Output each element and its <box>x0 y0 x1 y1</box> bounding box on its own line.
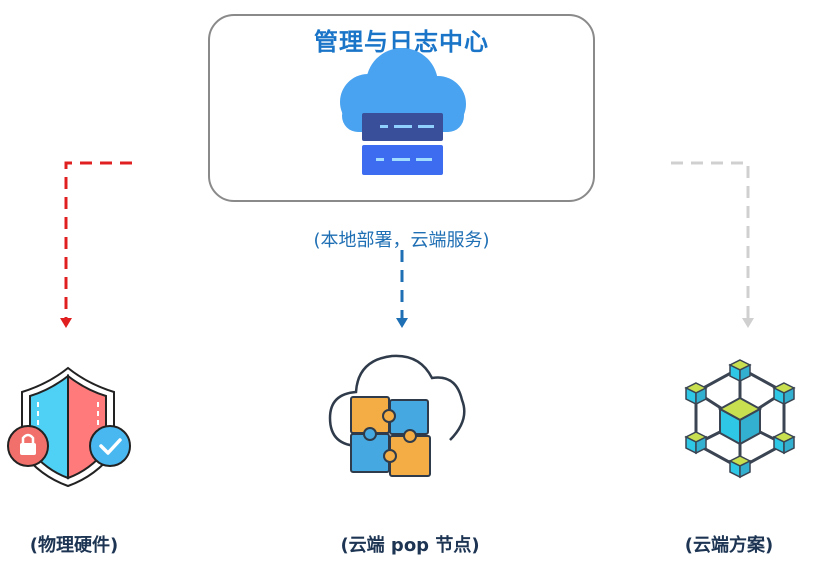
red-connector <box>64 161 132 318</box>
red-arrowhead <box>60 318 72 328</box>
gray-connector <box>671 161 750 318</box>
gray-arrowhead <box>742 318 754 328</box>
blue-arrowhead <box>396 318 408 328</box>
hub-subtitle: (本地部署，云端服务) <box>313 230 490 251</box>
node-label-pop: (云端 pop 节点) <box>340 535 480 556</box>
node-label-hardware: (物理硬件) <box>29 535 119 556</box>
node-label-cloud: (云端方案) <box>684 535 774 556</box>
